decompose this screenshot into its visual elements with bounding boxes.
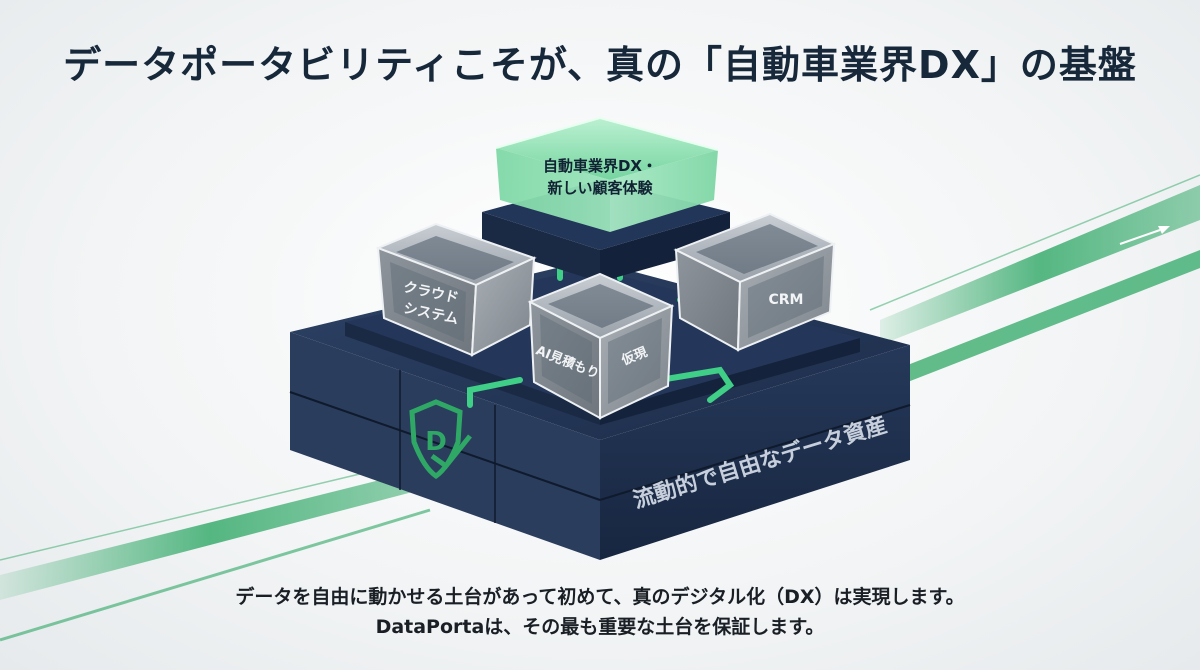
shield-letter: D: [425, 427, 447, 457]
cube-crm: CRM: [673, 212, 837, 352]
page-title: データポータビリティこそが、真の「自動車業界DX」の基盤: [63, 43, 1137, 87]
dx-goal-block: 自動車業界DX・ 新しい顧客体験: [495, 116, 719, 232]
caption-line-2: DataPortaは、その最も重要な土台を保証します。: [375, 616, 825, 638]
shield-check-icon: D: [409, 399, 472, 480]
dx-goal-label-line2: 新しい顧客体験: [547, 179, 653, 197]
caption: データを自由に動かせる土台があって初めて、真のデジタル化（DX）は実現します。 …: [0, 582, 1200, 642]
data-beam-left: [0, 461, 431, 642]
data-beam-right: [869, 174, 1200, 385]
dx-goal-label-line1: 自動車業界DX・: [543, 157, 657, 175]
cube-crm-label: CRM: [769, 292, 804, 308]
cube-ai-estimate: AI見積もり 仮現: [527, 272, 675, 420]
caption-line-1: データを自由に動かせる土台があって初めて、真のデジタル化（DX）は実現します。: [235, 586, 965, 608]
cube-cloud-system: クラウド システム: [375, 222, 537, 357]
